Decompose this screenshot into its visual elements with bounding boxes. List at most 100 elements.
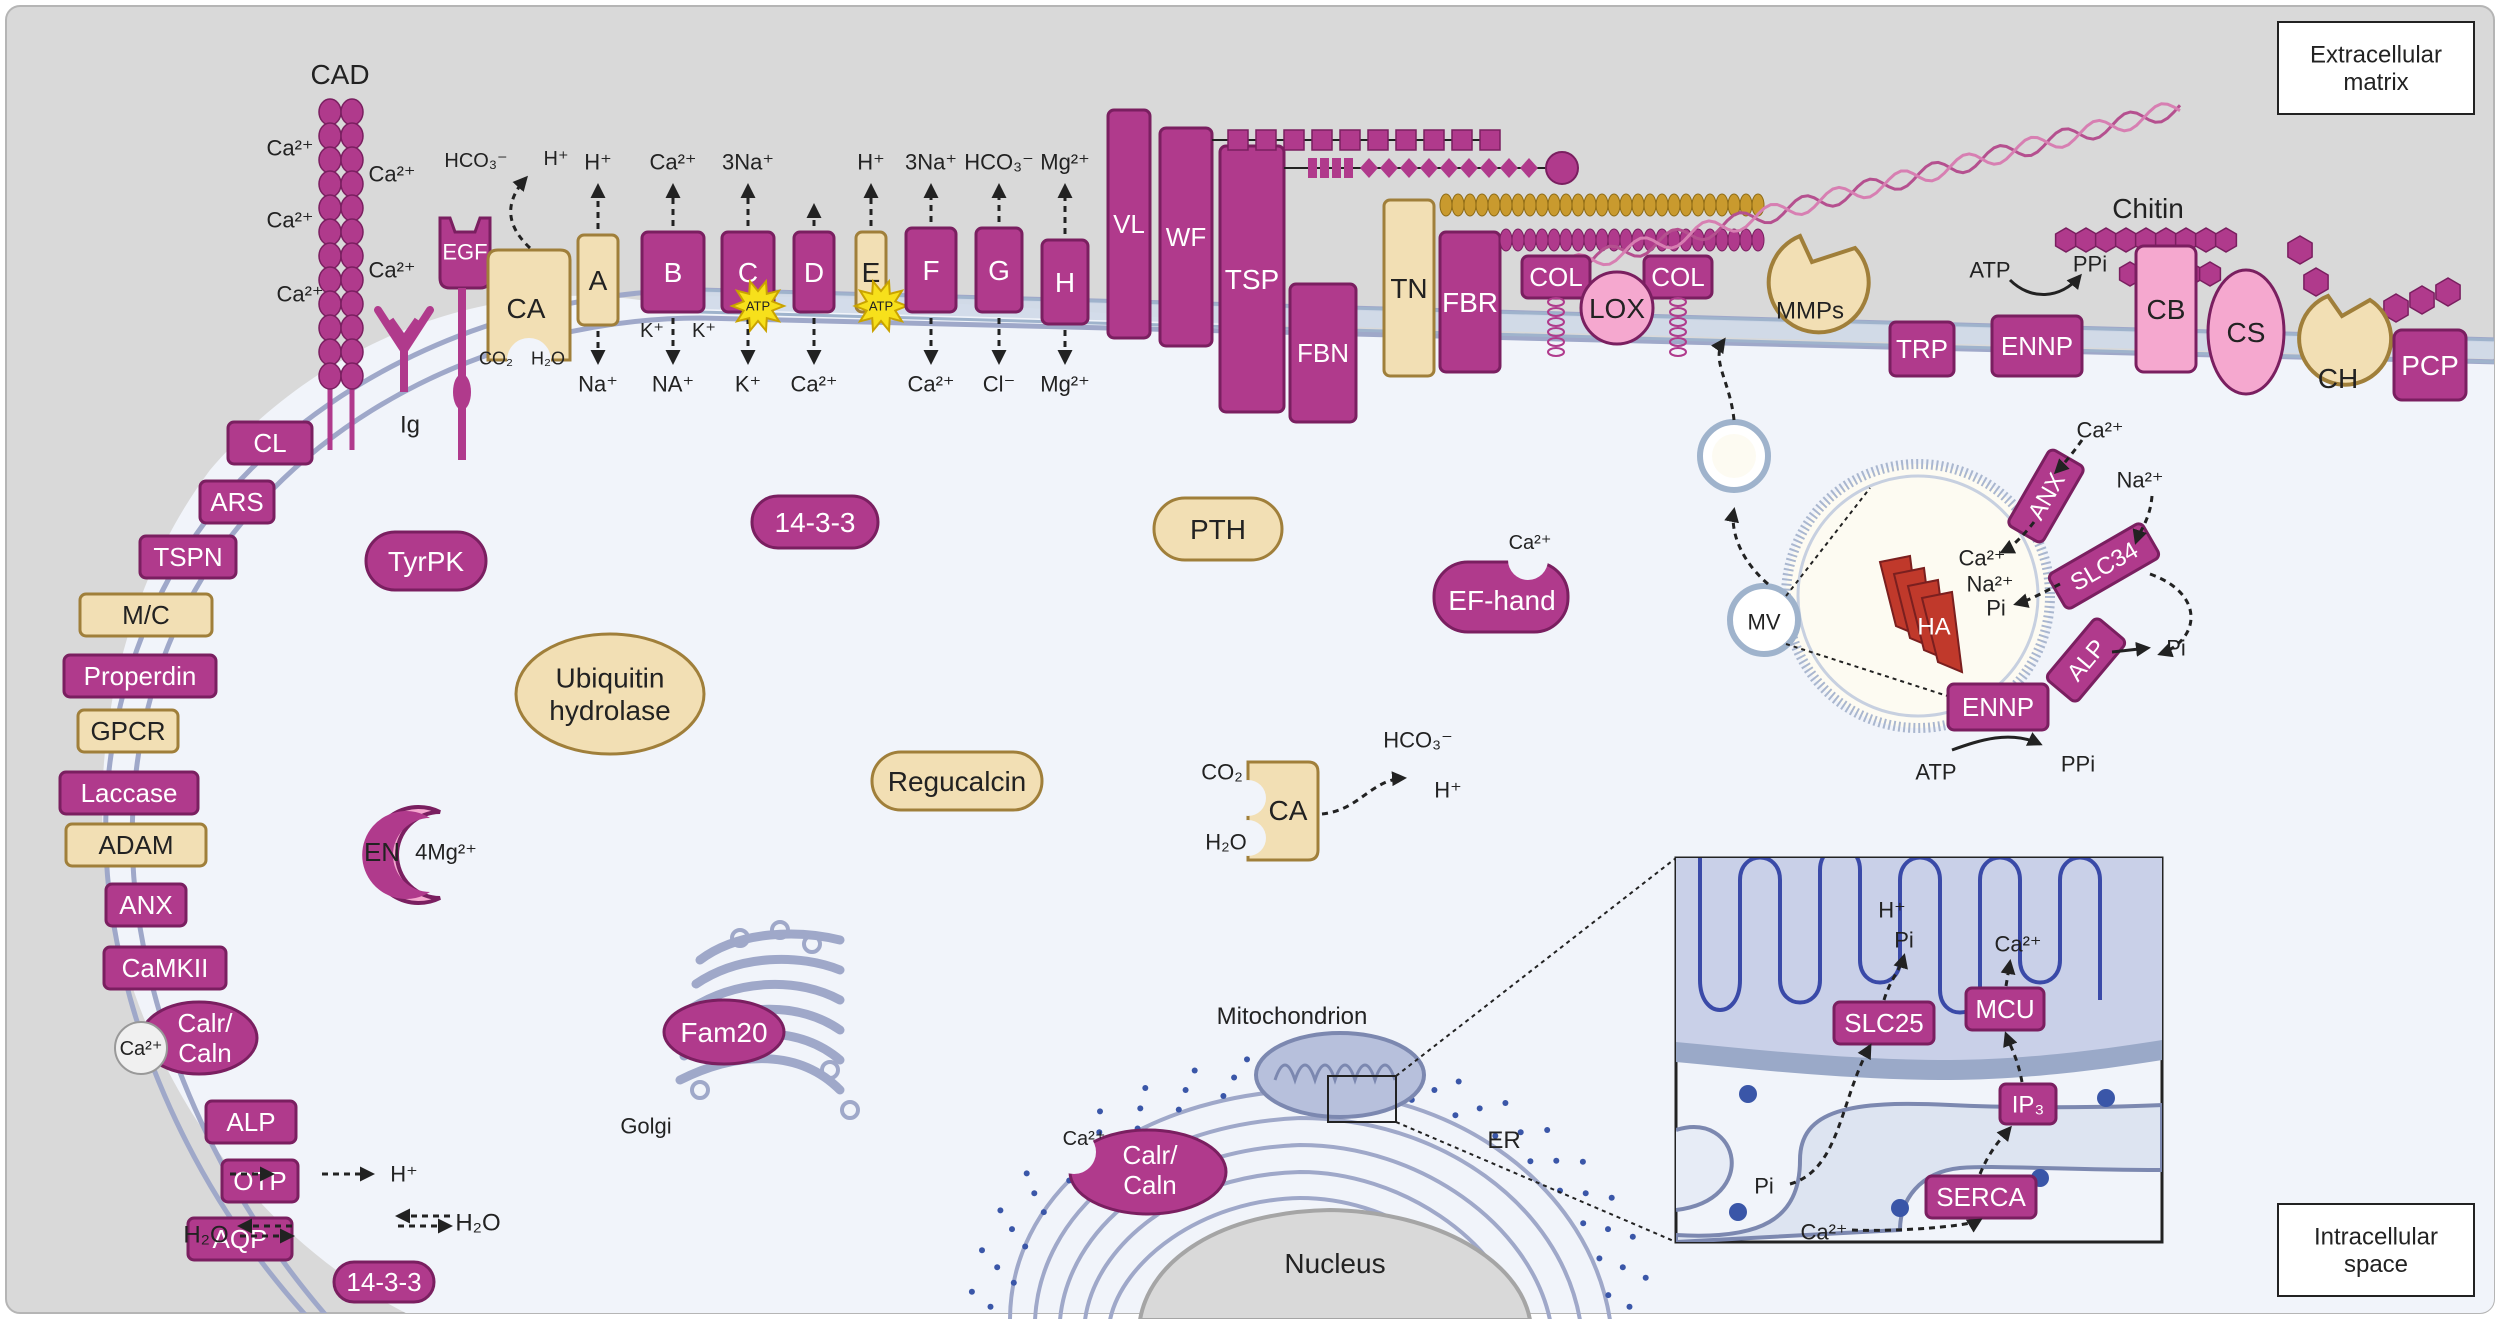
aqp-h2o-left: H₂O <box>183 1221 228 1248</box>
mv-vesicle-arrow <box>1724 507 1769 586</box>
inset-slc25-label: SLC25 <box>1844 1008 1924 1038</box>
lateral-protein-m-c-label: M/C <box>122 600 170 630</box>
lox-label: LOX <box>1589 293 1645 324</box>
ca-cyto-hco3: HCO₃⁻ <box>1383 728 1452 753</box>
matrix-vl-label: VL <box>1113 209 1145 239</box>
inset-ip3: IP₃ <box>1998 1082 2058 1126</box>
channel-b: B <box>640 230 706 314</box>
channel-d-label: D <box>804 257 824 288</box>
inset-serca-label: SERCA <box>1936 1182 2026 1212</box>
lateral-protein-cl: CL <box>226 420 314 466</box>
cyto-tyrpk-label: TyrPK <box>388 546 465 577</box>
channel-b-k-left: K⁺ <box>640 320 664 342</box>
atp-burst-icon: ATP <box>852 278 910 334</box>
vl-chain-icon <box>1212 129 1579 185</box>
lateral-protein-anx: ANX <box>104 882 188 928</box>
ennp-ppi: PPi <box>2073 252 2107 277</box>
matrix-col-right: COL <box>1642 254 1714 300</box>
ch-label: CH <box>2318 363 2358 394</box>
lateral-protein-cl-label: CL <box>253 428 286 458</box>
inset-pi-top: Pi <box>1894 928 1914 953</box>
mv-ca-out: Ca²⁺ <box>2076 418 2123 443</box>
ennp-reaction-arrow <box>2008 273 2082 296</box>
col-anchor-icon <box>1669 297 1687 357</box>
inset-mcu: MCU <box>1964 986 2046 1032</box>
collagen-helix-icon <box>1558 102 2182 275</box>
ca-co2: CO₂ <box>479 348 513 368</box>
hydroxyapatite-crystal-icon <box>1878 554 1964 674</box>
lateral-protein-ars: ARS <box>198 479 276 525</box>
channel-g-label: G <box>988 255 1010 286</box>
ig-receptor: Ig <box>374 306 434 438</box>
lateral-protein-tspn-label: TSPN <box>153 542 222 572</box>
lateral-protein-alp: ALP <box>204 1099 298 1145</box>
matrix-ch: CH <box>2297 293 2394 394</box>
mv-label: MV <box>1748 610 1781 635</box>
cyto-pth-label: PTH <box>1190 514 1246 545</box>
extracellular-label-box <box>2277 21 2475 115</box>
cad-ca-ion: Ca²⁺ <box>276 282 323 307</box>
otp-h-ion: H⁺ <box>390 1162 418 1187</box>
ef-hand-ca: Ca²⁺ <box>1509 532 1552 554</box>
inset-ip3-label: IP₃ <box>2012 1091 2044 1118</box>
ca-h-ion: H⁺ <box>544 148 569 170</box>
lateral-protein-gpcr-label: GPCR <box>90 716 165 746</box>
inset-h: H⁺ <box>1878 898 1906 923</box>
chitin-label: Chitin <box>2112 193 2184 224</box>
cyto-14-3-3-label: 14-3-3 <box>775 507 856 538</box>
channel-h-top-ion: Mg²⁺ <box>1040 150 1090 175</box>
channel-b-bottom-ion: NA⁺ <box>652 372 694 397</box>
channel-c-top-ion: 3Na⁺ <box>722 150 774 175</box>
matrix-mmps: MMPs <box>1766 233 1871 335</box>
mitochondrion-label: Mitochondrion <box>1217 1003 1368 1030</box>
lateral-protein-tspn: TSPN <box>138 534 238 580</box>
matrix-vl: VL <box>1106 108 1152 340</box>
channel-d-bottom-ion: Ca²⁺ <box>790 372 837 397</box>
aqp-h2o-right: H₂O <box>455 1209 500 1236</box>
intracellular-label-box <box>2277 1203 2475 1297</box>
ca-cyto-arrow <box>1321 771 1407 816</box>
matrix-cb-label: CB <box>2147 294 2186 325</box>
ennp-atp: ATP <box>1969 258 2010 283</box>
lateral-protein-laccase-label: Laccase <box>81 778 178 808</box>
matrix-cb: CB <box>2134 244 2198 374</box>
calr-caln-er-label: Calr/Caln <box>1123 1140 1179 1200</box>
atp-burst-icon: ATP <box>729 278 787 334</box>
mv-slc34-loop-arrow <box>2149 572 2193 658</box>
lateral-protein-14-3-3-label: 14-3-3 <box>346 1267 421 1297</box>
ca-cyto-h2o: H₂O <box>1205 830 1247 855</box>
ef-hand-label: EF-hand <box>1448 585 1555 616</box>
matrix-ennp: ENNP <box>1990 314 2084 378</box>
cad-title: CAD <box>310 59 369 90</box>
ca-membrane-label: CA <box>507 293 546 324</box>
mitochondrion-icon <box>1254 1031 1426 1123</box>
mv-pi-in: Pi <box>1986 596 2006 621</box>
cyto-tyrpk: TyrPK <box>364 530 488 592</box>
channel-f-top-ion: 3Na⁺ <box>905 150 957 175</box>
matrix-lox: LOX <box>1579 270 1655 346</box>
calr-er-ca: Ca²⁺ <box>1063 1128 1106 1150</box>
ca-h2o: H₂O <box>531 348 565 368</box>
channel-e-label: E <box>862 257 881 288</box>
mv-pi-out: Pi <box>2166 636 2186 661</box>
inset-mcu-label: MCU <box>1975 994 2034 1024</box>
channel-b-top-ion: Ca²⁺ <box>649 150 696 175</box>
col-anchor-icon <box>1547 297 1565 357</box>
channel-b-label: B <box>664 257 683 288</box>
mv-slc34-in-arrow <box>2013 582 2061 608</box>
matrix-pcp-label: PCP <box>2401 350 2459 381</box>
lateral-protein-ars-label: ARS <box>210 487 263 517</box>
channel-g-bottom-ion: Cl⁻ <box>983 372 1015 397</box>
mv-ca-in: Ca²⁺ <box>1958 546 2005 571</box>
lateral-protein-anx-label: ANX <box>119 890 172 920</box>
atp-label: ATP <box>746 299 770 314</box>
vesicle-release-arrow <box>1710 337 1736 421</box>
ha-label: HA <box>1917 613 1950 640</box>
matrix-wf-label: WF <box>1166 222 1206 252</box>
channel-h: H <box>1040 238 1090 326</box>
cad-ca-ion: Ca²⁺ <box>266 208 313 233</box>
atp-label: ATP <box>869 299 893 314</box>
